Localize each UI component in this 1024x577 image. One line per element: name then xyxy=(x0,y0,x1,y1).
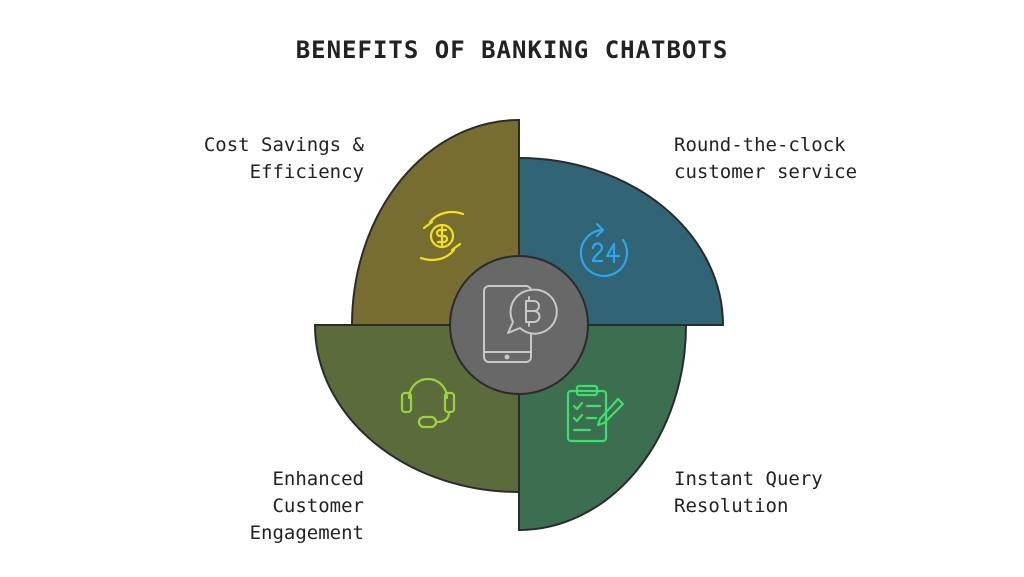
clock-24-icon xyxy=(579,222,628,278)
label-enhanced-engagement: Enhanced Customer Engagement xyxy=(249,468,364,544)
clipboard-pencil-icon xyxy=(566,384,625,443)
label-instant-query: Instant Query Resolution xyxy=(674,468,823,517)
headset-icon xyxy=(400,377,456,429)
label-round-the-clock: Round-the-clock customer service xyxy=(674,134,858,183)
page-title: BENEFITS OF BANKING CHATBOTS xyxy=(295,36,729,64)
label-cost-savings: Cost Savings & Efficiency xyxy=(203,134,364,183)
mobile-bitcoin-chat-icon xyxy=(483,285,558,363)
hand-dollar-icon xyxy=(419,211,465,261)
